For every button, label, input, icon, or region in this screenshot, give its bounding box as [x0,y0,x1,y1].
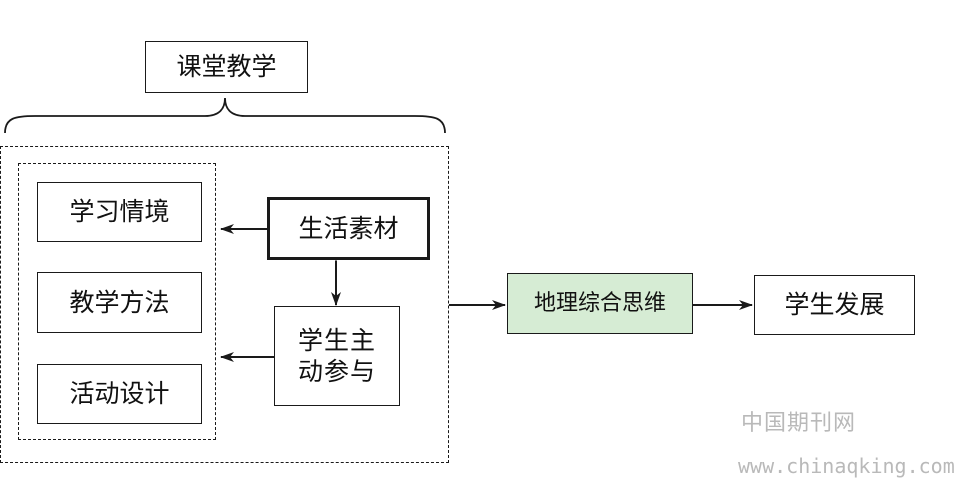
student-participation-line1: 学生主 [297,325,376,355]
student-development-label: 学生发展 [784,290,885,320]
classroom-teaching-box: 课堂教学 [145,41,308,93]
curly-brace [4,97,446,134]
geo-thinking-box: 地理综合思维 [507,273,693,334]
teaching-method-box: 教学方法 [37,272,202,333]
geo-thinking-label: 地理综合思维 [533,290,666,316]
life-material-box: 生活素材 [267,197,430,260]
activity-design-label: 活动设计 [69,379,170,409]
student-participation-box: 学生主 动参与 [274,306,400,406]
learning-situation-box: 学习情境 [37,182,202,242]
outer-dashed-group [0,146,449,463]
watermark-url: www.chinaqking.com [738,454,955,478]
inner-dashed-group [18,163,216,440]
activity-design-box: 活动设计 [37,364,202,424]
classroom-teaching-label: 课堂教学 [176,52,277,82]
student-participation-line2: 动参与 [297,357,376,386]
student-development-box: 学生发展 [754,275,915,335]
teaching-method-label: 教学方法 [69,287,170,317]
watermark-cn: 中国期刊网 [741,411,857,436]
life-material-label: 生活素材 [298,213,399,243]
learning-situation-label: 学习情境 [69,197,170,227]
